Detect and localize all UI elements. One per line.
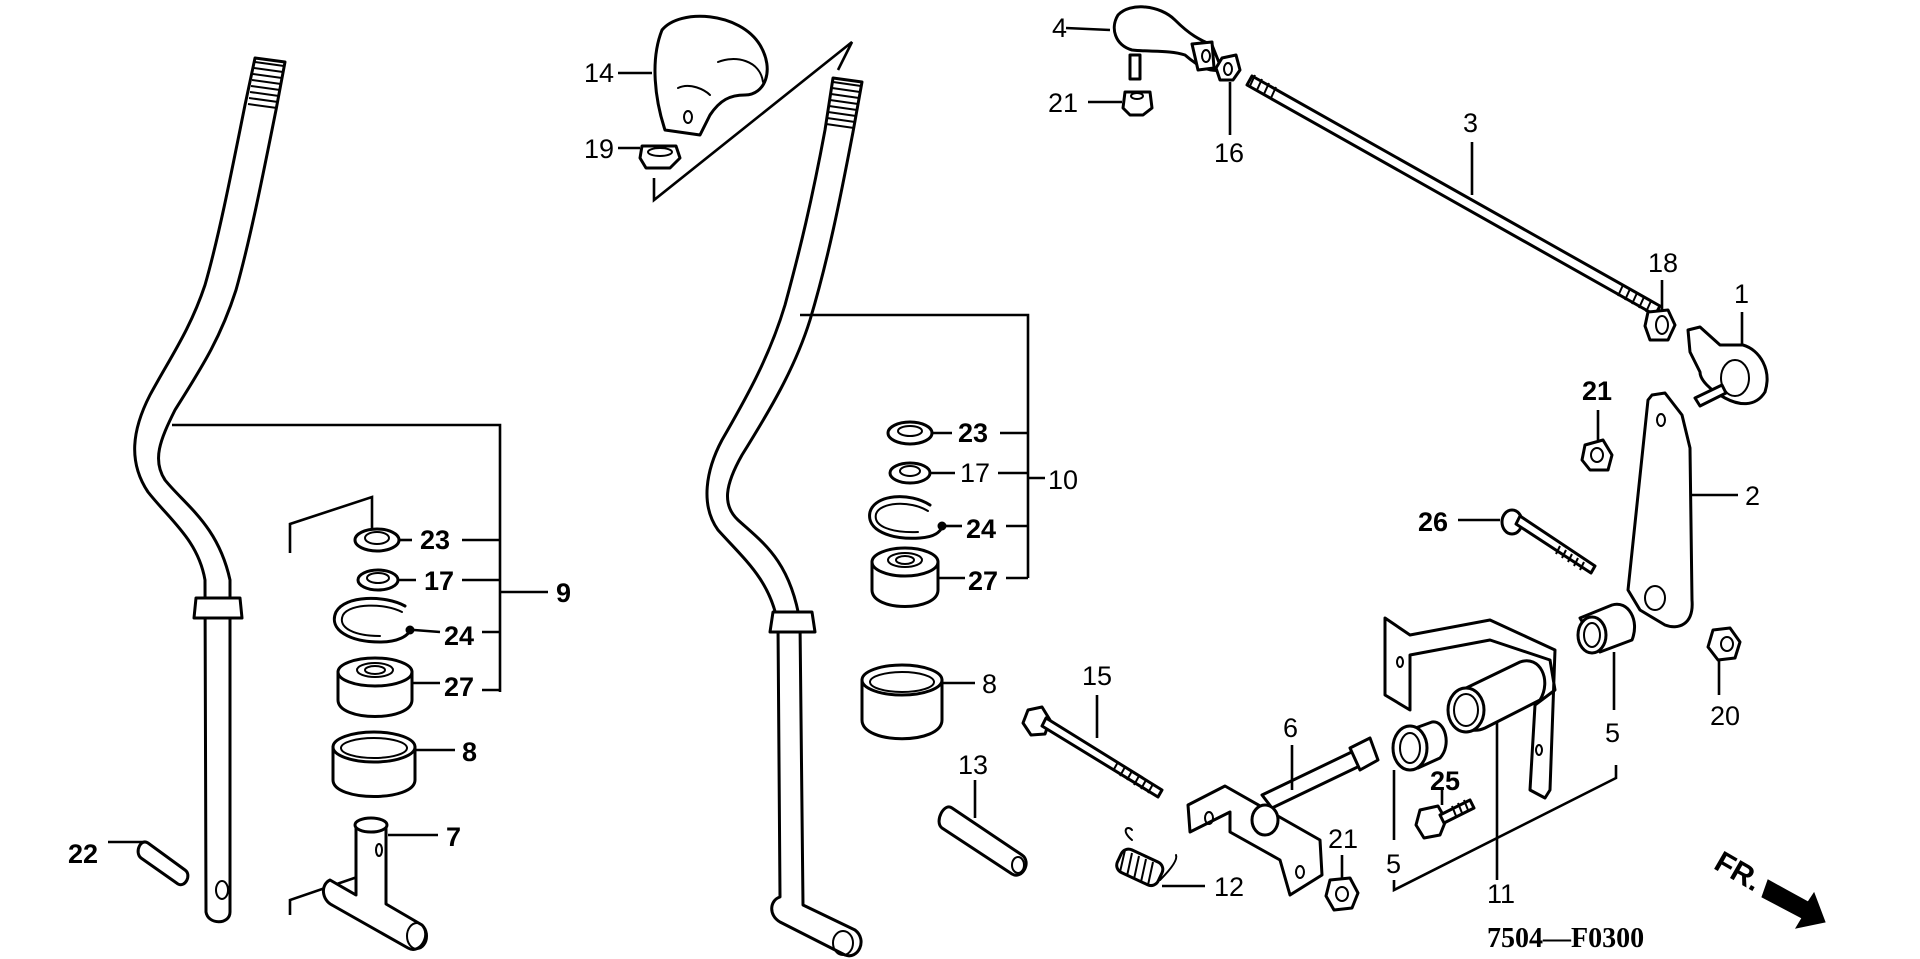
knob-detail-lines — [652, 40, 854, 203]
callout-1: 1 — [1734, 279, 1749, 309]
callout-8-left: 8 — [462, 737, 477, 767]
part-15-flange-bolt[interactable] — [1021, 695, 1164, 799]
callout-22: 22 — [68, 839, 98, 869]
part-17-washer-left[interactable] — [356, 568, 416, 592]
part-3-tie-rod[interactable] — [1245, 74, 1662, 317]
part-26-bolt[interactable] — [1458, 508, 1597, 575]
part-13-collar-pin[interactable] — [937, 780, 1028, 877]
callout-11: 11 — [1487, 879, 1515, 909]
callout-14: 14 — [584, 58, 614, 88]
callout-21-bottom: 21 — [1328, 824, 1358, 854]
part-12-spring[interactable] — [1114, 827, 1205, 888]
callout-21-top: 21 — [1048, 88, 1078, 118]
part-22-spring-pin[interactable] — [108, 840, 190, 887]
part-27-bearing-middle[interactable] — [870, 546, 965, 608]
part-19-nut[interactable] — [618, 144, 682, 170]
callout-19: 19 — [584, 134, 614, 164]
callout-25: 25 — [1430, 766, 1460, 796]
part-24-snap-ring-left[interactable] — [332, 596, 441, 644]
callout-27-left: 27 — [444, 672, 474, 702]
part-5-bushing-upper[interactable] — [1576, 602, 1636, 710]
part-6-shaft-bracket[interactable] — [1186, 736, 1380, 897]
part-21-nut-top[interactable] — [1088, 90, 1154, 117]
bushing-bracket-lines — [1392, 765, 1618, 893]
part-20-flange-nut[interactable] — [1706, 626, 1742, 695]
part-23-circlip-left[interactable] — [353, 527, 412, 553]
callout-9: 9 — [556, 578, 571, 608]
part-14-knob[interactable] — [618, 14, 769, 137]
part-7-lever-pivot[interactable] — [322, 816, 438, 951]
callout-13: 13 — [958, 750, 988, 780]
callout-7: 7 — [446, 822, 461, 852]
callout-23-middle: 23 — [958, 418, 988, 448]
drawing-code: 7504—F0300 — [1487, 923, 1644, 954]
part-23-circlip-middle[interactable] — [886, 420, 952, 446]
part-27-bearing-left[interactable] — [336, 656, 440, 718]
callout-2: 2 — [1745, 481, 1760, 511]
callout-15: 15 — [1082, 661, 1112, 691]
part-8-cup-left[interactable] — [331, 730, 455, 798]
callout-27-middle: 27 — [968, 566, 998, 596]
part-2-arm-plate[interactable] — [1626, 391, 1738, 629]
callout-24-left: 24 — [444, 621, 474, 651]
middle-lever-thread — [825, 81, 862, 129]
part-21-nut-bottom[interactable] — [1324, 855, 1360, 912]
middle-lever-bracket-lines — [800, 313, 1045, 578]
part-11-pivot-bracket[interactable] — [1383, 616, 1557, 880]
callout-23-left: 23 — [420, 525, 450, 555]
direction-indicator: FR. — [1709, 845, 1826, 929]
part-24-snap-ring-middle[interactable] — [868, 495, 962, 540]
callout-10: 10 — [1048, 465, 1078, 495]
callout-12: 12 — [1214, 872, 1244, 902]
callout-5-upper: 5 — [1605, 718, 1620, 748]
callout-18: 18 — [1648, 248, 1678, 278]
callout-26: 26 — [1418, 507, 1448, 537]
part-4-tie-rod-end-left[interactable] — [1065, 5, 1224, 81]
part-5-bushing-lower[interactable] — [1391, 720, 1448, 840]
fr-label: FR. — [1709, 845, 1767, 898]
callout-6: 6 — [1283, 713, 1298, 743]
callout-3: 3 — [1463, 108, 1478, 138]
part-8-cup-middle[interactable] — [860, 663, 975, 741]
left-lever[interactable] — [133, 56, 287, 924]
callout-17-middle: 17 — [960, 458, 990, 488]
part-21-nut-right[interactable] — [1580, 410, 1614, 472]
callout-24-middle: 24 — [966, 514, 996, 544]
middle-lever-collar — [768, 610, 817, 634]
part-17-washer-middle[interactable] — [888, 461, 955, 485]
callout-8-middle: 8 — [982, 669, 997, 699]
part-18-nut[interactable] — [1643, 280, 1677, 342]
middle-lever[interactable] — [705, 76, 864, 958]
arrow-right-down-icon — [1761, 879, 1826, 929]
left-lever-collar — [192, 596, 244, 620]
callout-20: 20 — [1710, 701, 1740, 731]
left-lever-thread — [247, 61, 285, 109]
part-1-tie-rod-end-right[interactable] — [1686, 312, 1769, 408]
callout-21-right: 21 — [1582, 376, 1612, 406]
callout-5-lower: 5 — [1386, 849, 1401, 879]
callout-4: 4 — [1052, 13, 1067, 43]
callout-16: 16 — [1214, 138, 1244, 168]
part-25-bolt[interactable] — [1414, 790, 1476, 840]
callout-17-left: 17 — [424, 566, 454, 596]
part-16-nut[interactable] — [1214, 53, 1242, 135]
